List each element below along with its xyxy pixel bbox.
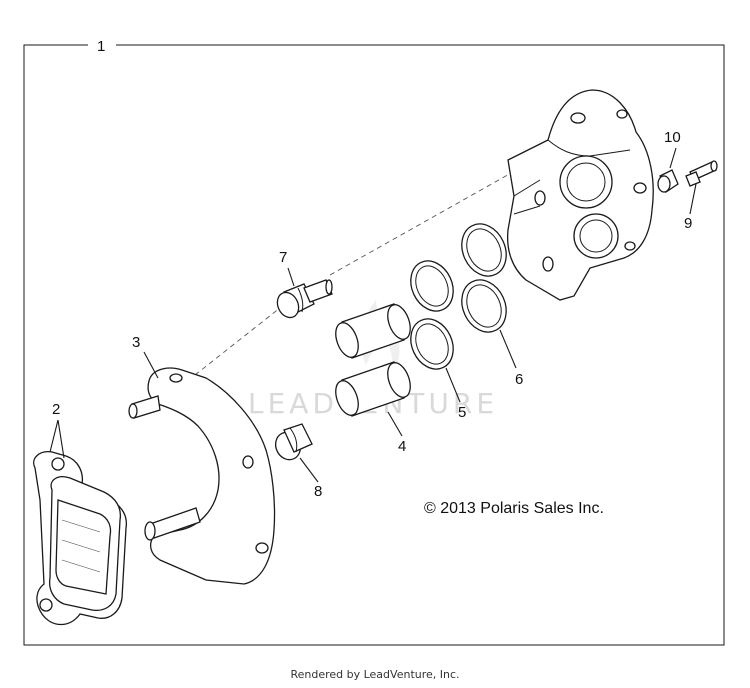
callout-3: 3 [132, 334, 140, 351]
callout-5: 5 [458, 404, 466, 421]
callout-10: 10 [664, 129, 681, 146]
bleeder-cap-part: 10 [657, 129, 681, 193]
caliper-body-part [506, 89, 654, 301]
brake-pads-part: 2 [33, 401, 128, 626]
slide-pin-boot-upper-part: 7 [276, 249, 333, 319]
copyright-text: © 2013 Polaris Sales Inc. [424, 500, 604, 517]
parts-diagram: 1 LEADVENTURE 2 3 [23, 38, 725, 646]
diagram-frame: 1 [23, 38, 725, 646]
callout-9: 9 [684, 215, 692, 232]
callout-2: 2 [52, 401, 60, 418]
callout-4: 4 [398, 438, 406, 455]
alignment-line-upper [329, 167, 521, 276]
seal-outer-part: 6 [461, 223, 523, 388]
callout-1: 1 [97, 38, 105, 55]
callout-8: 8 [314, 483, 322, 500]
seal-inner-part: 5 [410, 260, 466, 421]
footer-rendered-by: Rendered by LeadVenture, Inc. [290, 668, 460, 681]
callout-7: 7 [279, 249, 287, 266]
piston-part: 4 [335, 303, 411, 455]
bleeder-screw-part: 9 [684, 160, 718, 232]
callout-6: 6 [515, 371, 523, 388]
caliper-bracket-part: 3 [128, 334, 276, 585]
slide-pin-boot-lower-part: 8 [274, 423, 322, 500]
alignment-line-lower [194, 299, 291, 376]
